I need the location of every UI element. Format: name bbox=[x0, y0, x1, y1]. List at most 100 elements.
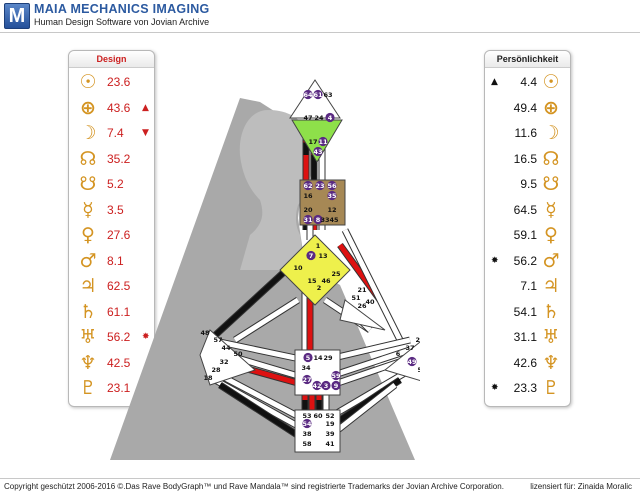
gate-number: 4 bbox=[328, 114, 333, 122]
g-center bbox=[279, 234, 351, 306]
mars-icon: ♂ bbox=[542, 249, 560, 272]
gate-number: 46 bbox=[321, 277, 331, 285]
design-position-value: 8.1 bbox=[107, 253, 124, 268]
gate-number: 12 bbox=[327, 206, 336, 214]
personality-row: ♄54.1 bbox=[485, 301, 570, 323]
gate-number: 53 bbox=[302, 412, 311, 420]
active-gate-marker bbox=[303, 180, 313, 191]
personality-panel: Persönlichkeit ☉4.4▲⊕49.4☽11.6☊16.5☋9.5☿… bbox=[484, 50, 571, 407]
active-gate-marker bbox=[302, 418, 312, 429]
gate-number: 54 bbox=[302, 420, 312, 428]
gate-number: 40 bbox=[365, 298, 375, 306]
design-position-value: 35.2 bbox=[107, 151, 131, 166]
channel bbox=[208, 260, 297, 342]
ajna-center bbox=[291, 119, 343, 163]
active-gate-marker bbox=[325, 112, 335, 123]
gate-number: 27 bbox=[302, 376, 311, 384]
personality-position-value: 31.1 bbox=[513, 330, 537, 344]
design-row: ♄61.1 bbox=[69, 301, 154, 323]
gate-number: 20 bbox=[303, 206, 313, 214]
personality-position-value: 54.1 bbox=[513, 304, 537, 319]
gate-number: 2 bbox=[317, 284, 322, 292]
gate-number: 44 bbox=[221, 344, 231, 352]
personality-position-value: 64.5 bbox=[513, 202, 537, 217]
copyright-text: Copyright geschützt 2006-2016 ©.Das Rave… bbox=[4, 482, 504, 491]
gate-number: 42 bbox=[312, 382, 321, 390]
south-node-icon: ☋ bbox=[542, 173, 560, 195]
personality-row: ☽11.6 bbox=[485, 122, 570, 144]
personality-row: ♆42.6 bbox=[485, 352, 570, 374]
north-node-icon: ☊ bbox=[79, 147, 97, 170]
spleen-center bbox=[199, 329, 256, 386]
gate-number: 1 bbox=[316, 242, 321, 250]
pluto-icon: ♇ bbox=[79, 377, 97, 399]
personality-row: ⊕49.4 bbox=[485, 97, 570, 119]
gate-number: 11 bbox=[318, 138, 328, 146]
personality-position-value: 59.1 bbox=[513, 228, 537, 242]
mars-icon: ♂ bbox=[79, 249, 97, 272]
gate-number: 55 bbox=[417, 366, 420, 374]
personality-row: ☿ 64.5 bbox=[485, 199, 570, 221]
design-position-value: 42.5 bbox=[107, 355, 131, 370]
active-gate-marker bbox=[302, 374, 312, 385]
personality-row: ♃7.1 bbox=[485, 275, 570, 297]
neptune-icon: ♆ bbox=[79, 351, 97, 374]
personality-row: ☊16.5 bbox=[485, 148, 570, 170]
gate-number: 32 bbox=[219, 358, 228, 366]
channel bbox=[209, 337, 306, 363]
active-gate-marker bbox=[306, 250, 316, 261]
gate-number: 31 bbox=[303, 216, 313, 224]
jupiter-icon: ♃ bbox=[79, 275, 97, 297]
active-gate-marker bbox=[331, 380, 341, 391]
personality-row: ♅ 31.1 bbox=[485, 326, 570, 348]
active-gate-marker bbox=[315, 180, 325, 191]
design-position-value: 5.2 bbox=[107, 177, 124, 191]
gate-number: 26 bbox=[357, 302, 367, 310]
personality-row: ♀59.1 bbox=[485, 224, 570, 246]
jupiter-icon: ♃ bbox=[542, 275, 560, 297]
design-row: ☿ 3.5 bbox=[69, 199, 154, 221]
design-row: ♇23.1 bbox=[69, 377, 154, 399]
fixing-mark: ▼ bbox=[142, 128, 149, 138]
gate-number: 61 bbox=[313, 91, 323, 99]
personality-row: ♇23.3✸ bbox=[485, 377, 570, 399]
gate-number: 34 bbox=[301, 364, 311, 372]
active-gate-marker bbox=[303, 89, 313, 100]
design-position-value: 56.2 bbox=[107, 330, 131, 344]
channel bbox=[342, 228, 403, 342]
gate-number: 24 bbox=[314, 114, 324, 122]
uranus-icon: ♅ bbox=[542, 326, 560, 348]
gate-number: 18 bbox=[203, 374, 213, 382]
personality-position-value: 23.3 bbox=[513, 381, 537, 395]
gate-number: 58 bbox=[302, 440, 312, 448]
fixing-mark: ✸ bbox=[491, 255, 499, 266]
gate-number: 35 bbox=[327, 192, 337, 200]
gate-number: 49 bbox=[407, 358, 417, 366]
gate-number: 43 bbox=[313, 148, 322, 156]
design-row: ☊ 35.2 bbox=[69, 148, 154, 170]
fixing-mark: ✸ bbox=[142, 332, 150, 342]
personality-position-value: 49.4 bbox=[513, 100, 537, 115]
gate-number: 25 bbox=[331, 270, 341, 278]
gate-number: 28 bbox=[211, 366, 221, 374]
mercury-icon: ☿ bbox=[82, 198, 94, 221]
gate-number: 21 bbox=[357, 286, 367, 294]
design-position-value: 23.6 bbox=[107, 75, 131, 89]
personality-position-value: 56.2 bbox=[513, 253, 537, 268]
personality-position-value: 9.5 bbox=[520, 177, 537, 191]
design-row: ♅56.2✸ bbox=[69, 326, 154, 348]
design-position-value: 3.5 bbox=[107, 202, 124, 217]
mercury-icon: ☿ bbox=[545, 198, 557, 221]
saturn-icon: ♄ bbox=[79, 300, 97, 323]
active-gate-marker bbox=[331, 370, 341, 381]
channel bbox=[218, 382, 307, 443]
gate-number: 50 bbox=[233, 350, 243, 358]
gate-number: 63 bbox=[323, 91, 332, 99]
gate-number: 29 bbox=[323, 354, 333, 362]
design-row: ⊕43.6▲ bbox=[69, 97, 154, 119]
gate-number: 3 bbox=[324, 382, 329, 390]
header-divider bbox=[0, 32, 640, 33]
gate-number: 45 bbox=[329, 216, 339, 224]
